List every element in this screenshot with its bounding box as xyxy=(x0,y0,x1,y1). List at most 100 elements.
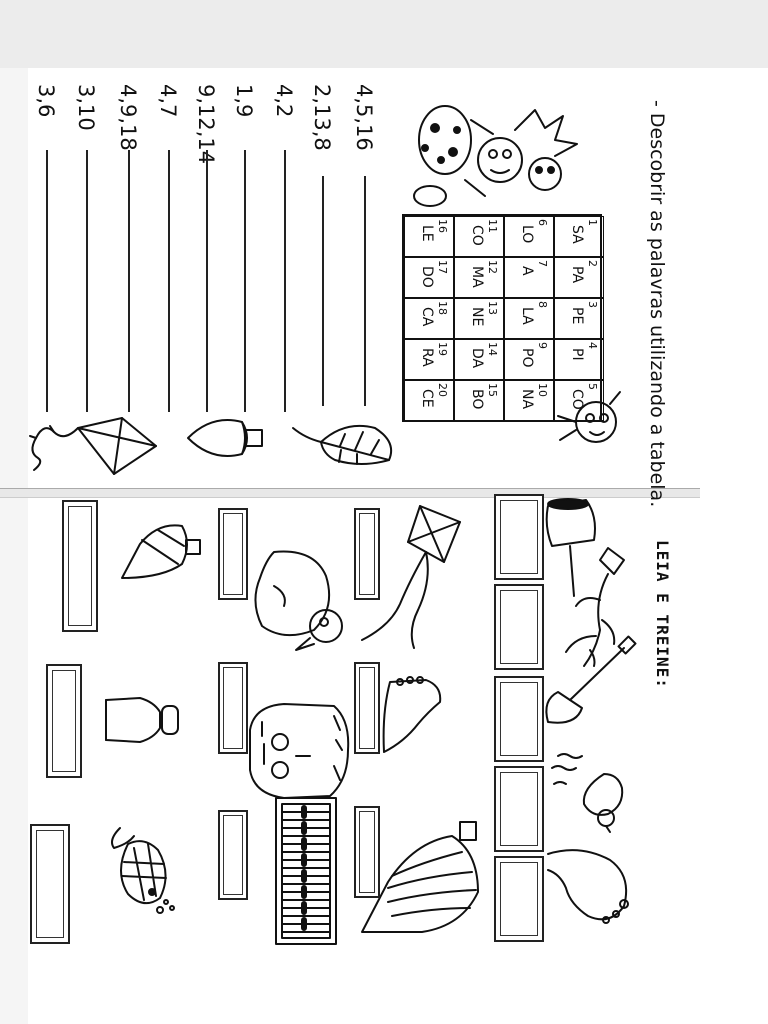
syllable-text: RA xyxy=(419,348,435,367)
face-icon xyxy=(249,703,350,799)
syllable-number: 10 xyxy=(536,383,549,397)
answer-line[interactable] xyxy=(206,150,208,412)
answer-box[interactable] xyxy=(494,856,544,942)
syllable-text: LO xyxy=(519,225,535,244)
root-plant-icon xyxy=(565,547,625,667)
answer-box[interactable] xyxy=(46,664,82,778)
answer-line[interactable] xyxy=(86,150,88,412)
syllable-number: 9 xyxy=(536,342,549,349)
syllable-text: BO xyxy=(469,389,485,410)
answer-line[interactable] xyxy=(46,150,48,412)
kite-icon xyxy=(361,505,461,649)
answer-box[interactable] xyxy=(218,662,248,754)
duck-on-water-icon xyxy=(551,753,624,833)
answer-line[interactable] xyxy=(364,176,366,406)
mascot-icon xyxy=(557,391,621,443)
syllable-number: 12 xyxy=(486,260,499,274)
number-code: 3,6 xyxy=(34,84,58,118)
answer-box[interactable] xyxy=(354,806,380,898)
answer-line[interactable] xyxy=(284,150,286,412)
syllable-number: 3 xyxy=(586,301,599,308)
number-code: 4,2 xyxy=(272,84,296,118)
syllable-number: 6 xyxy=(536,219,549,226)
instruction-text: - Descobrir as palavras utilizando a tab… xyxy=(646,100,668,508)
syllable-number: 11 xyxy=(486,219,499,233)
answer-line[interactable] xyxy=(168,150,170,412)
answer-box[interactable] xyxy=(494,584,544,670)
syllable-number: 19 xyxy=(436,342,449,356)
page-fold xyxy=(0,488,700,498)
syllable-number: 14 xyxy=(486,342,499,356)
duck-icon xyxy=(254,550,343,651)
answer-box[interactable] xyxy=(494,676,544,762)
answer-box[interactable] xyxy=(494,766,544,852)
leaf-icon xyxy=(292,424,393,465)
answer-box[interactable] xyxy=(218,810,248,900)
syllable-text: CO xyxy=(469,225,485,246)
number-code: 1,9 xyxy=(232,84,256,118)
syllable-number: 8 xyxy=(536,301,549,308)
answer-box[interactable] xyxy=(354,662,380,754)
foot-icon xyxy=(547,849,629,924)
vase-icon xyxy=(105,697,179,743)
syllable-number: 2 xyxy=(586,260,599,267)
syllable-text: LE xyxy=(419,225,435,242)
syllable-text: NE xyxy=(469,307,485,327)
syllable-text: A xyxy=(519,266,535,276)
answer-line[interactable] xyxy=(322,176,324,406)
cartoon-characters-icon xyxy=(413,105,578,207)
number-code: 4,5,16 xyxy=(352,84,376,151)
number-code: 2,13,8 xyxy=(310,84,334,151)
number-code: 4,7 xyxy=(156,84,180,118)
syllable-text: CE xyxy=(419,389,435,408)
syllable-number: 1 xyxy=(586,219,599,226)
number-code: 3,10 xyxy=(74,84,98,131)
syllable-number: 13 xyxy=(486,301,499,315)
answer-line[interactable] xyxy=(128,150,130,412)
syllable-number: 4 xyxy=(586,342,599,349)
answer-box[interactable] xyxy=(494,494,544,580)
syllable-number: 15 xyxy=(486,383,499,397)
syllable-number: 18 xyxy=(436,301,449,315)
answer-box[interactable] xyxy=(218,508,248,600)
scan-background xyxy=(0,0,768,68)
syllable-text: CA xyxy=(419,307,435,327)
answer-box[interactable] xyxy=(30,824,70,944)
syllable-text: PI xyxy=(569,348,585,361)
syllable-number: 20 xyxy=(436,383,449,397)
fish-icon xyxy=(111,827,175,914)
spinning-top-icon xyxy=(361,821,479,933)
answer-box[interactable] xyxy=(62,500,98,632)
syllable-text: MA xyxy=(469,266,485,288)
syllable-text: SA xyxy=(569,225,585,244)
foot-icon xyxy=(382,676,442,753)
section-title: LEIA E TREINE: xyxy=(653,540,672,689)
shovel-icon xyxy=(545,635,637,724)
syllable-number: 17 xyxy=(436,260,449,274)
syllable-text: NA xyxy=(519,389,535,410)
piano-icon xyxy=(275,797,337,945)
answer-line[interactable] xyxy=(244,150,246,412)
syllable-text: PE xyxy=(569,307,585,325)
syllable-number: 7 xyxy=(536,260,549,267)
syllable-text: LA xyxy=(519,307,535,325)
answer-box[interactable] xyxy=(354,508,380,600)
